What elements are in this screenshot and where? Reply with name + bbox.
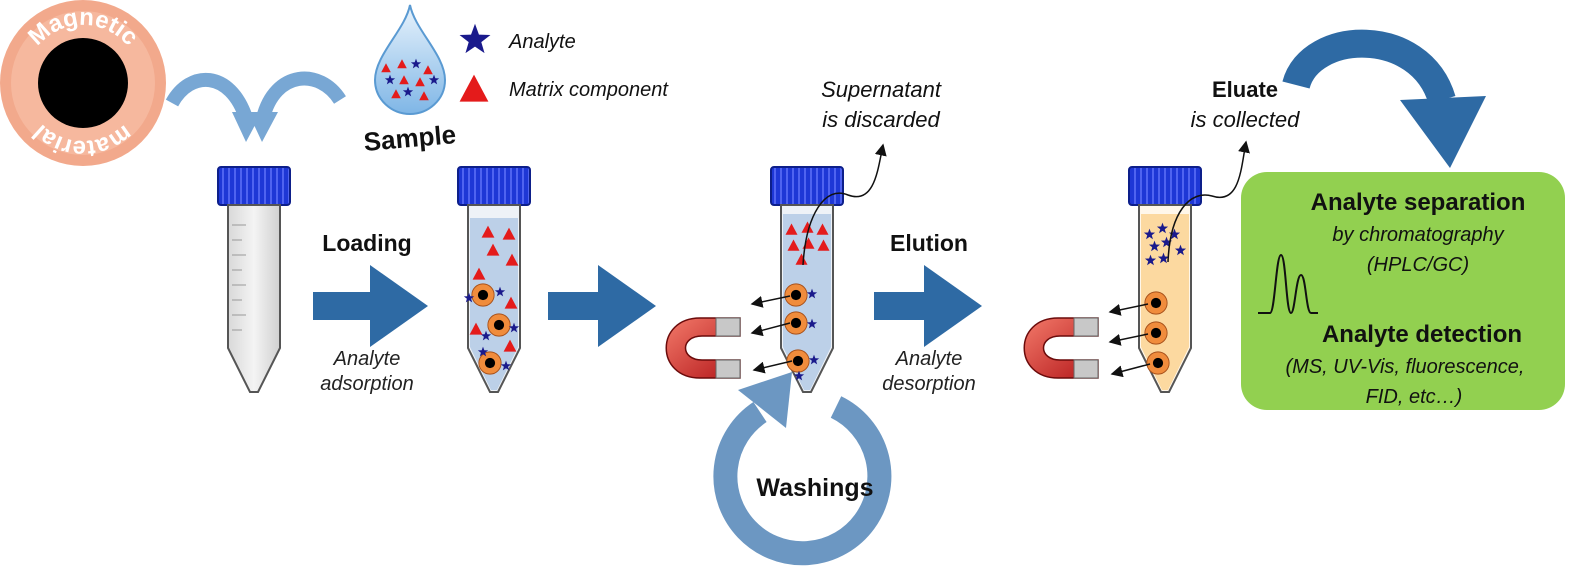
sample-drop-icon: Sample: [362, 4, 457, 157]
detection-title: Analyte detection: [1322, 321, 1522, 348]
loading-sub1: Analyte: [333, 348, 401, 370]
tube-washing: [770, 166, 844, 393]
legend-analyte-icon: [459, 23, 491, 54]
separation-title: Analyte separation: [1311, 189, 1526, 216]
eluate-label-bold: Eluate: [1212, 77, 1278, 102]
separation-line1: by chromatography: [1332, 224, 1504, 246]
elution-label: Elution: [890, 230, 968, 256]
magnet-washing-icon: [665, 317, 741, 379]
detection-line1: (MS, UV-Vis, fluorescence,: [1286, 356, 1525, 378]
magnet-pull-arrows-2: [1108, 303, 1151, 378]
magnet-elution-icon: [1023, 317, 1099, 379]
to-analysis-arrow: [1282, 29, 1486, 168]
eluate-label-2: is collected: [1191, 107, 1301, 132]
magnetic-material-icon: Magnetic material: [0, 0, 166, 166]
detection-line2: FID, etc…): [1366, 386, 1463, 408]
washings-cycle-arrow: [713, 372, 892, 566]
merge-arrows: [165, 71, 346, 142]
loading-label: Loading: [322, 230, 411, 256]
eluate-pointer: [1167, 140, 1250, 263]
supernatant-pointer: [802, 143, 887, 266]
supernatant-label-1: Supernatant: [821, 77, 942, 102]
legend-matrix-label: Matrix component: [509, 79, 669, 101]
separation-line2: (HPLC/GC): [1367, 254, 1469, 276]
tube-eluate: [1128, 166, 1202, 393]
legend: Analyte Matrix component: [459, 23, 669, 102]
elution-sub2: desorption: [882, 373, 975, 395]
loading-sub2: adsorption: [320, 373, 413, 395]
elution-sub1: Analyte: [895, 348, 963, 370]
washings-label: Washings: [756, 474, 873, 502]
legend-matrix-icon: [459, 74, 489, 102]
chromatogram-icon: [1258, 253, 1318, 315]
magnet-pull-arrows-1: [750, 295, 793, 374]
legend-analyte-label: Analyte: [508, 31, 576, 53]
transfer-arrow: [548, 265, 656, 347]
supernatant-label-2: is discarded: [822, 107, 940, 132]
analysis-box: Analyte separation by chromatography (HP…: [1241, 172, 1565, 410]
tube-loaded: [457, 166, 531, 393]
tube-empty: [217, 166, 291, 393]
sample-label: Sample: [362, 119, 457, 157]
elution-arrow: [874, 265, 982, 347]
loading-arrow: [313, 265, 428, 347]
